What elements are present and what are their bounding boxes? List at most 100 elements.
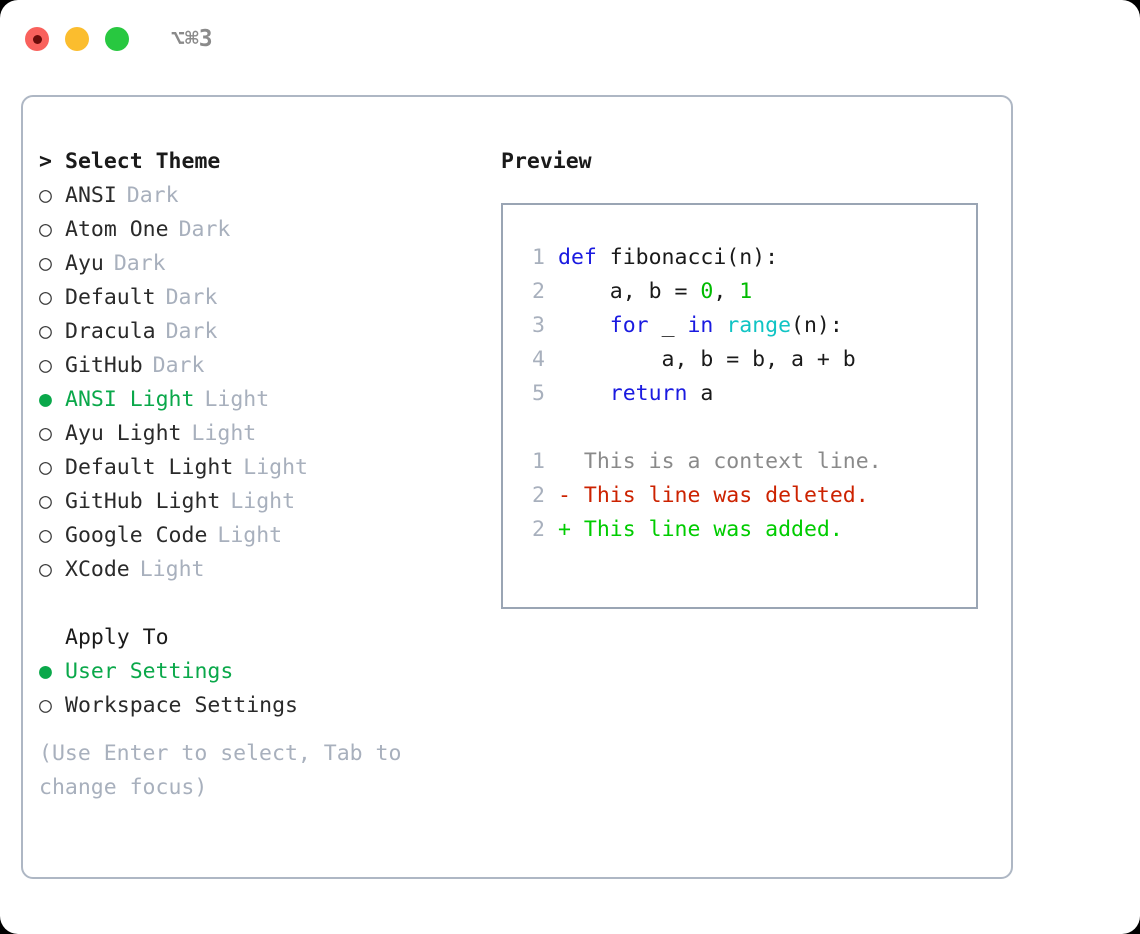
code-token: return <box>609 381 688 406</box>
theme-kind-badge: Dark <box>113 251 166 276</box>
code-token: a, b = <box>558 279 701 304</box>
theme-kind-badge: Dark <box>165 285 218 310</box>
theme-name-label: Default Light <box>65 455 234 480</box>
radio-unselected-icon[interactable]: ○ <box>39 251 52 276</box>
preview-title: Preview <box>501 149 592 174</box>
code-line-number: 4 <box>532 347 545 372</box>
radio-selected-icon[interactable]: ● <box>39 659 52 684</box>
diff-line-number: 2 <box>532 517 545 542</box>
radio-unselected-icon[interactable]: ○ <box>39 489 52 514</box>
theme-list-item[interactable]: ○ Atom One Dark <box>39 213 485 247</box>
theme-name-label: GitHub Light <box>65 489 221 514</box>
diff-line: 2 + This line was added. <box>503 513 976 547</box>
theme-list-item[interactable]: ○ Ayu Dark <box>39 247 485 281</box>
diff-line-content: This line was added. <box>583 517 843 542</box>
apply-to-label: User Settings <box>65 659 234 684</box>
theme-name-label: Dracula <box>65 319 156 344</box>
radio-unselected-icon[interactable]: ○ <box>39 285 52 310</box>
apply-to-item[interactable]: ○ Workspace Settings <box>39 689 485 723</box>
theme-kind-badge: Light <box>191 421 257 446</box>
code-token: (n): <box>791 313 843 338</box>
diff-spacer <box>571 513 584 547</box>
theme-list-item[interactable]: ○ Default Dark <box>39 281 485 315</box>
theme-kind-badge: Dark <box>178 217 231 242</box>
code-token: range <box>726 313 792 338</box>
radio-unselected-icon[interactable]: ○ <box>39 319 52 344</box>
radio-unselected-icon[interactable]: ○ <box>39 183 52 208</box>
theme-name-label: Default <box>65 285 156 310</box>
radio-unselected-icon[interactable]: ○ <box>39 693 52 718</box>
diff-sign: + <box>558 517 571 542</box>
theme-name-label: Atom One <box>65 217 169 242</box>
theme-list-item[interactable]: ○ ANSI Dark <box>39 179 485 213</box>
theme-kind-badge: Light <box>139 557 205 582</box>
radio-unselected-icon[interactable]: ○ <box>39 421 52 446</box>
code-line-number: 3 <box>532 313 545 338</box>
apply-to-header: ○ Apply To <box>39 621 485 655</box>
theme-list-item[interactable]: ○ Dracula Dark <box>39 315 485 349</box>
code-token <box>558 313 610 338</box>
theme-list-item[interactable]: ○ XCode Light <box>39 553 485 587</box>
selection-arrow-icon: > <box>39 149 52 174</box>
code-token: in <box>687 313 714 338</box>
radio-unselected-icon[interactable]: ○ <box>39 557 52 582</box>
apply-to-item[interactable]: ● User Settings <box>39 655 485 689</box>
code-line: 3 for _ in range(n): <box>503 309 976 343</box>
diff-line: 1 This is a context line. <box>503 445 976 479</box>
radio-selected-icon[interactable]: ● <box>39 387 52 412</box>
diff-line-content: This line was deleted. <box>583 483 869 508</box>
theme-name-label: Google Code <box>65 523 208 548</box>
code-diff-separator <box>503 411 976 445</box>
keyboard-hint-text: (Use Enter to select, Tab to change focu… <box>39 741 402 800</box>
diff-spacer <box>571 479 584 513</box>
radio-unselected-icon[interactable]: ○ <box>39 217 52 242</box>
select-theme-header: > Select Theme <box>39 145 485 179</box>
apply-to-label: Workspace Settings <box>65 693 298 718</box>
title-bar: ⌥⌘3 <box>0 0 1140 78</box>
code-token: a <box>687 381 714 406</box>
theme-name-label: GitHub <box>65 353 143 378</box>
code-line-content: for _ in range(n): <box>558 309 843 343</box>
section-gap <box>39 587 485 621</box>
theme-name-label: Ayu <box>65 251 104 276</box>
apply-to-list: ● User Settings ○ Workspace Settings <box>39 655 485 723</box>
theme-name-label: Ayu Light <box>65 421 182 446</box>
theme-name-label: ANSI Light <box>65 387 195 412</box>
code-line-content: a, b = b, a + b <box>558 343 856 377</box>
maximize-window-button[interactable] <box>105 27 129 51</box>
apply-to-header-label: Apply To <box>65 625 169 650</box>
code-token: for <box>609 313 649 338</box>
theme-name-label: ANSI <box>65 183 117 208</box>
diff-sign <box>558 445 571 479</box>
diff-spacer <box>571 445 584 479</box>
theme-kind-badge: Dark <box>165 319 218 344</box>
diff-line-content: This is a context line. <box>583 449 882 474</box>
code-token: 0 <box>700 279 714 304</box>
diff-line-number: 2 <box>532 483 545 508</box>
close-window-button[interactable] <box>25 27 49 51</box>
code-line: 5 return a <box>503 377 976 411</box>
theme-list-item[interactable]: ○ Ayu Light Light <box>39 417 485 451</box>
code-line-number: 5 <box>532 381 545 406</box>
radio-unselected-icon[interactable]: ○ <box>39 353 52 378</box>
theme-kind-badge: Dark <box>126 183 179 208</box>
code-line-content: return a <box>558 377 714 411</box>
theme-name-label: XCode <box>65 557 130 582</box>
code-token: fibonacci(n): <box>609 245 779 270</box>
radio-unselected-icon[interactable]: ○ <box>39 523 52 548</box>
code-line-content: a, b = 0, 1 <box>558 275 752 309</box>
code-token: def <box>558 245 610 270</box>
minimize-window-button[interactable] <box>65 27 89 51</box>
radio-unselected-icon[interactable]: ○ <box>39 455 52 480</box>
